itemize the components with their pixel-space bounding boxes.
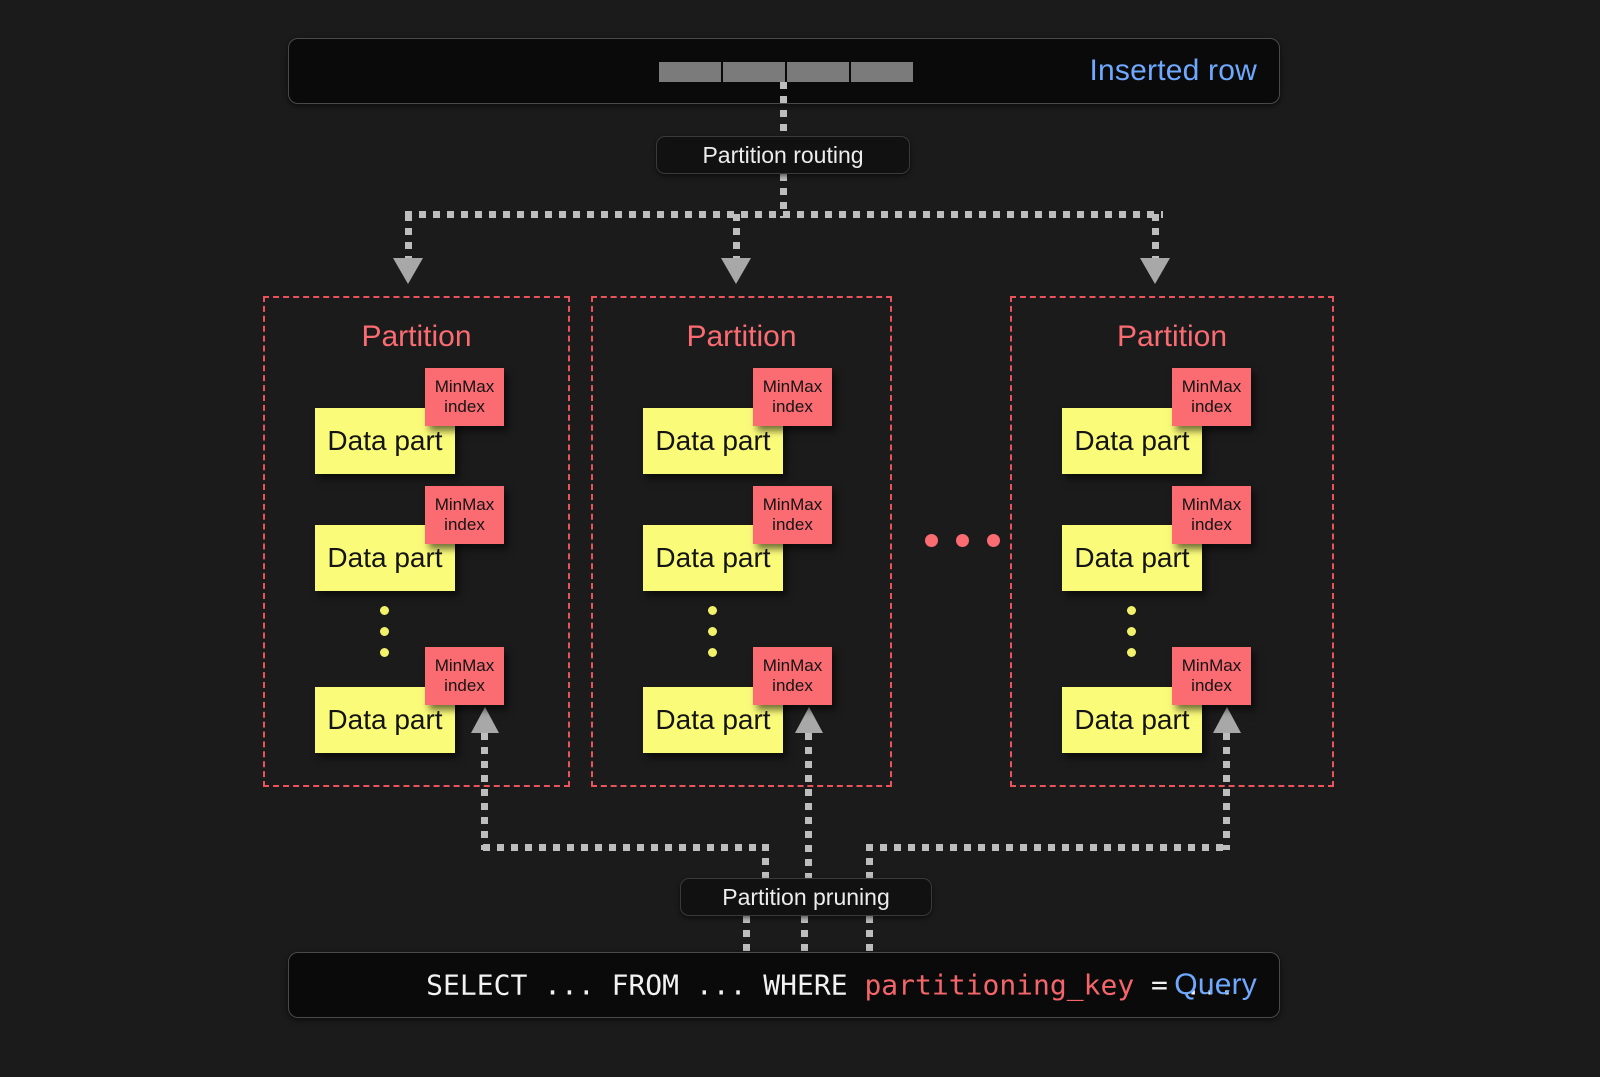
- connector-pruning-to-query-1: [743, 916, 750, 952]
- connector-bus-to-partition-1: [405, 214, 412, 262]
- query-text: SELECT ... FROM ... WHERE partitioning_k…: [325, 936, 1235, 1035]
- minmax-index-box: MinMax index: [753, 647, 832, 705]
- minmax-index-box: MinMax index: [425, 368, 504, 426]
- ellipsis-dot: [987, 534, 1000, 547]
- row-cell: [851, 62, 913, 82]
- connector-pruning-to-query-3: [866, 916, 873, 952]
- minmax-label-line1: MinMax: [1181, 377, 1242, 397]
- connector-pruning-to-query-2: [801, 916, 808, 952]
- arrow-up-partition-3: [1213, 707, 1241, 733]
- connector-pruning-bus-right: [866, 844, 1228, 851]
- arrow-down-partition-2: [721, 258, 751, 284]
- arrow-down-partition-1: [393, 258, 423, 284]
- ellipsis-dot: [708, 648, 717, 657]
- minmax-label-line1: MinMax: [762, 656, 823, 676]
- query-label: Query: [1174, 968, 1257, 1001]
- arrow-up-partition-2: [795, 707, 823, 733]
- connector-routing-to-bus: [780, 174, 787, 218]
- inserted-row-bar: Inserted row: [288, 38, 1280, 104]
- inserted-row-cells: [659, 62, 913, 82]
- minmax-index-box: MinMax index: [1172, 486, 1251, 544]
- row-cell: [659, 62, 721, 82]
- minmax-label-line1: MinMax: [762, 495, 823, 515]
- minmax-index-box: MinMax index: [425, 486, 504, 544]
- minmax-label-line2: index: [444, 676, 485, 695]
- minmax-label-line1: MinMax: [1181, 495, 1242, 515]
- partition-vertical-ellipsis: [1127, 606, 1136, 657]
- row-cell: [787, 62, 849, 82]
- connector-bus-to-partition-3: [1152, 214, 1159, 262]
- connector-bus-to-partition-2: [733, 214, 740, 262]
- partition-pruning-box[interactable]: Partition pruning: [680, 878, 932, 916]
- minmax-index-box: MinMax index: [425, 647, 504, 705]
- minmax-label-line2: index: [772, 397, 813, 416]
- partition-vertical-ellipsis: [380, 606, 389, 657]
- query-suffix: = ...: [1134, 968, 1236, 1002]
- connector-routing-bus: [405, 211, 1163, 218]
- minmax-index-box: MinMax index: [1172, 647, 1251, 705]
- minmax-label-line2: index: [1191, 676, 1232, 695]
- partition-routing-box[interactable]: Partition routing: [656, 136, 910, 174]
- ellipsis-dot: [956, 534, 969, 547]
- ellipsis-dot: [380, 648, 389, 657]
- query-bar: SELECT ... FROM ... WHERE partitioning_k…: [288, 952, 1280, 1018]
- arrow-up-partition-1: [471, 707, 499, 733]
- partitions-ellipsis: [925, 534, 1000, 547]
- minmax-index-box: MinMax index: [753, 486, 832, 544]
- minmax-index-box: MinMax index: [1172, 368, 1251, 426]
- ellipsis-dot: [1127, 606, 1136, 615]
- ellipsis-dot: [380, 627, 389, 636]
- data-part-box: Data part: [643, 687, 783, 753]
- minmax-label-line2: index: [1191, 397, 1232, 416]
- connector-pruning-to-partition-3: [1223, 733, 1230, 850]
- query-partitioning-key: partitioning_key: [864, 968, 1135, 1002]
- connector-bus-to-pruning-left: [762, 844, 769, 880]
- minmax-label-line1: MinMax: [1181, 656, 1242, 676]
- connector-pruning-to-partition-2: [805, 733, 812, 880]
- ellipsis-dot: [380, 606, 389, 615]
- partition-title: Partition: [686, 320, 797, 353]
- connector-pruning-bus-left: [483, 844, 765, 851]
- ellipsis-dot: [708, 627, 717, 636]
- connector-pruning-to-partition-1: [481, 733, 488, 850]
- data-part-box: Data part: [1062, 687, 1202, 753]
- connector-bus-to-pruning-right: [866, 844, 873, 880]
- minmax-label-line1: MinMax: [762, 377, 823, 397]
- minmax-index-box: MinMax index: [753, 368, 832, 426]
- partition-vertical-ellipsis: [708, 606, 717, 657]
- data-part-box: Data part: [315, 408, 455, 474]
- minmax-label-line2: index: [1191, 515, 1232, 534]
- ellipsis-dot: [708, 606, 717, 615]
- minmax-label-line2: index: [772, 515, 813, 534]
- partition-box-1: Partition: [263, 296, 570, 787]
- minmax-label-line2: index: [772, 676, 813, 695]
- inserted-row-label: Inserted row: [1089, 54, 1257, 87]
- minmax-label-line1: MinMax: [434, 495, 495, 515]
- partition-box-3: Partition: [1010, 296, 1334, 787]
- partition-title: Partition: [361, 320, 472, 353]
- ellipsis-dot: [1127, 648, 1136, 657]
- minmax-label-line1: MinMax: [434, 656, 495, 676]
- minmax-label-line2: index: [444, 397, 485, 416]
- query-prefix: SELECT ... FROM ... WHERE: [426, 968, 865, 1002]
- minmax-label-line1: MinMax: [434, 377, 495, 397]
- partition-title: Partition: [1116, 320, 1228, 353]
- connector-row-to-routing: [780, 82, 787, 138]
- partition-box-2: Partition: [591, 296, 892, 787]
- ellipsis-dot: [925, 534, 938, 547]
- ellipsis-dot: [1127, 627, 1136, 636]
- arrow-down-partition-3: [1140, 258, 1170, 284]
- row-cell: [723, 62, 785, 82]
- minmax-label-line2: index: [444, 515, 485, 534]
